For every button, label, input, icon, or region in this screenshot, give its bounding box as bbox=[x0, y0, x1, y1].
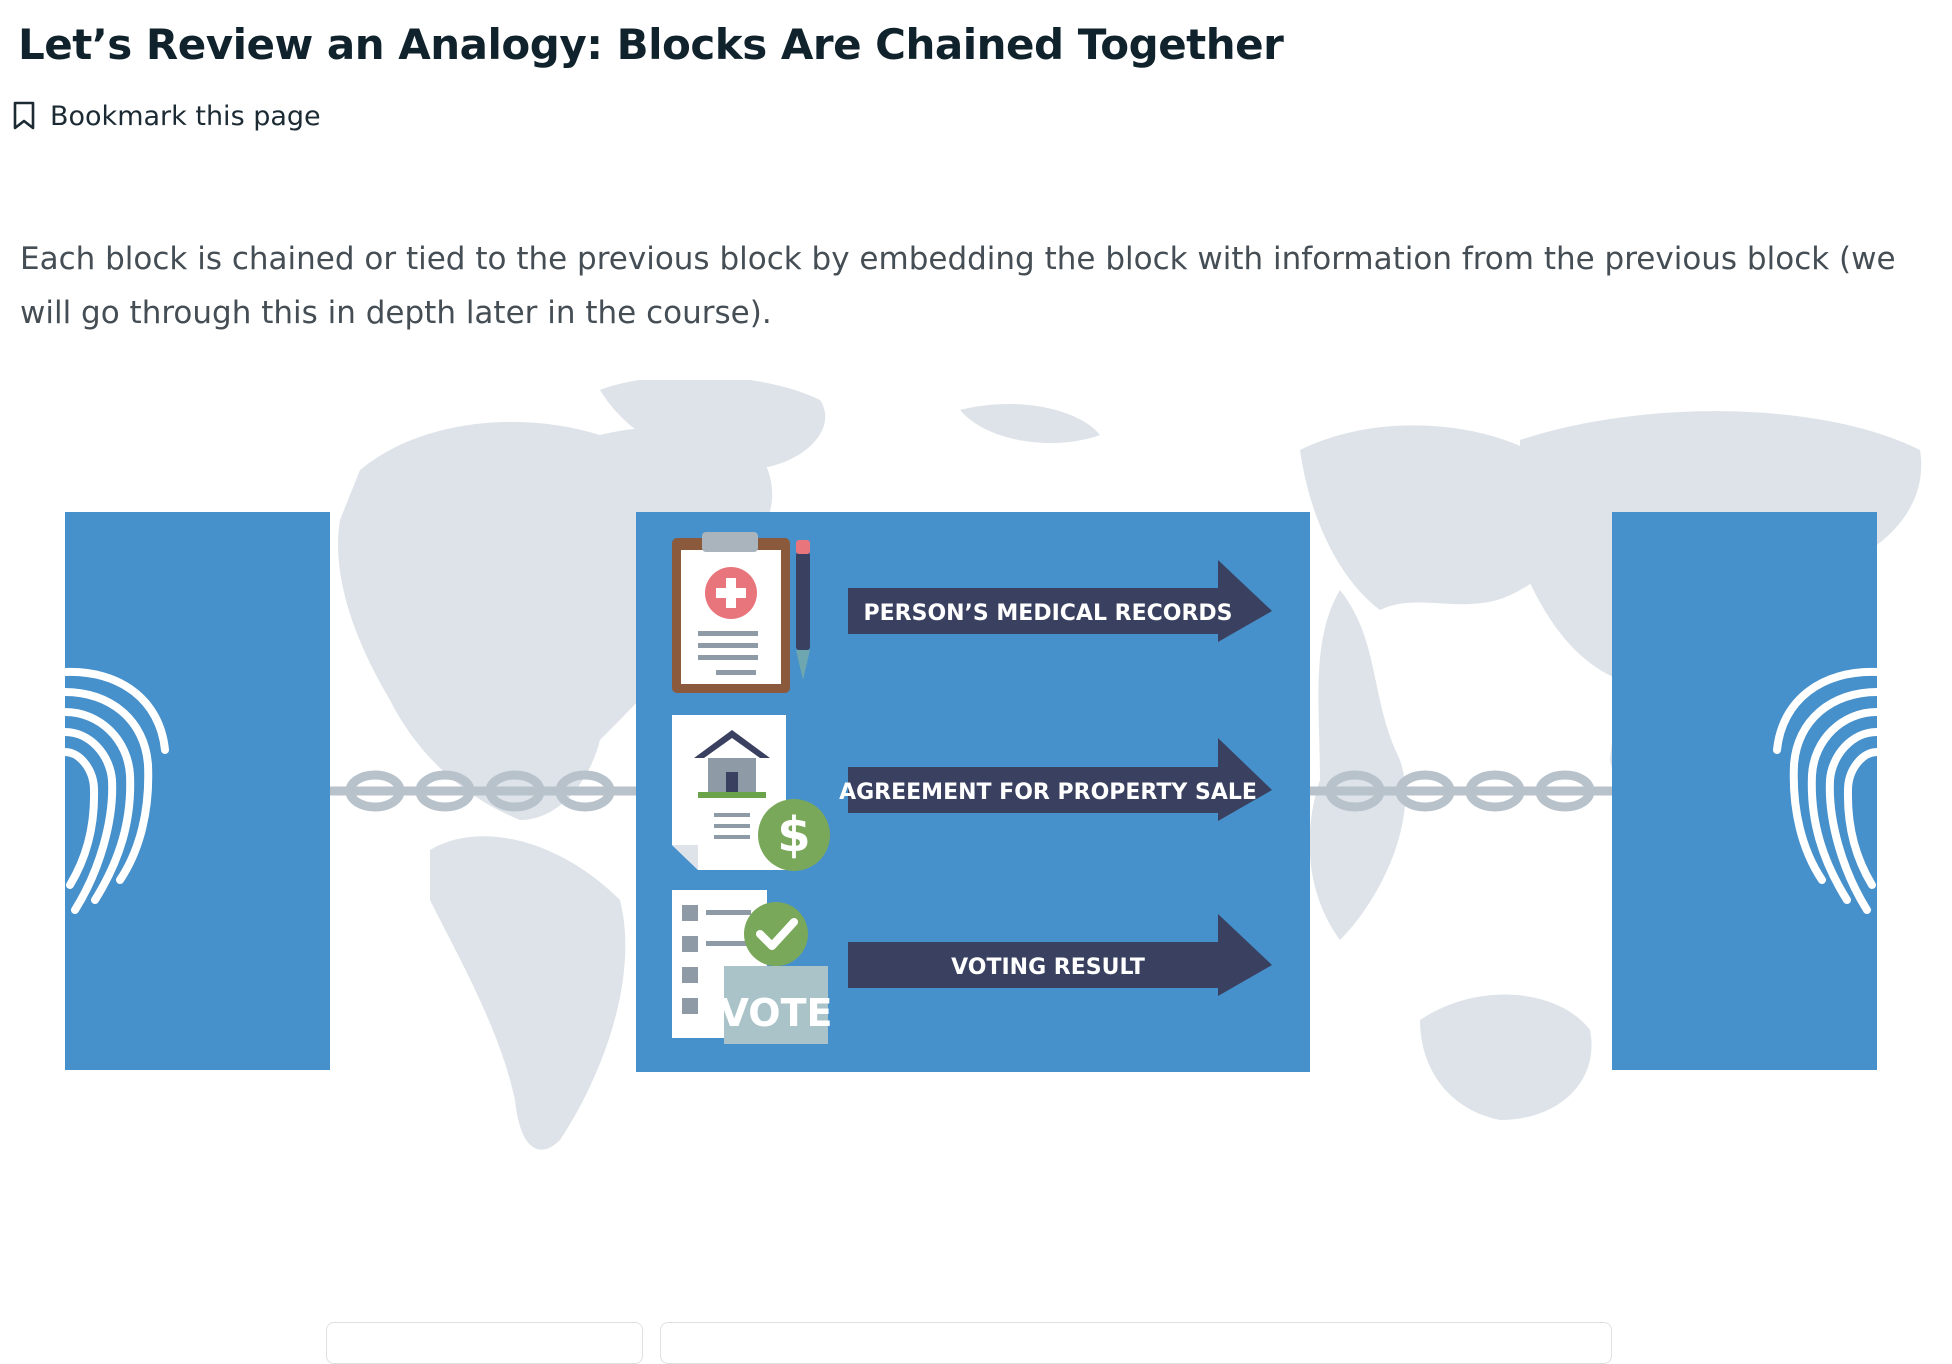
bookmark-label: Bookmark this page bbox=[50, 100, 321, 132]
medical-records-label: PERSON’S MEDICAL RECORDS bbox=[864, 601, 1233, 626]
vote-stamp-label: VOTE bbox=[720, 991, 833, 1035]
left-block bbox=[65, 512, 330, 1070]
bookmark-icon bbox=[12, 101, 36, 131]
svg-text:$: $ bbox=[777, 807, 810, 863]
chain-icon bbox=[330, 770, 640, 812]
bottom-card-right bbox=[660, 1322, 1612, 1364]
fingerprint-icon bbox=[61, 667, 169, 914]
intro-paragraph: Each block is chained or tied to the pre… bbox=[20, 241, 1896, 331]
arrow-medical-records: PERSON’S MEDICAL RECORDS bbox=[848, 560, 1272, 642]
blockchain-analogy-figure: $ VOTE PERSON’S MEDICAL RECORDS AGREEMEN… bbox=[0, 376, 1952, 1180]
clipboard-icon bbox=[672, 532, 790, 693]
arrow-voting-result: VOTING RESULT bbox=[848, 914, 1272, 996]
checkmark-icon bbox=[744, 902, 808, 966]
house-document-icon bbox=[672, 715, 786, 870]
fingerprint-icon bbox=[1773, 667, 1881, 914]
arrow-property-sale: AGREEMENT FOR PROPERTY SALE bbox=[839, 738, 1272, 821]
page-title: Let’s Review an Analogy: Blocks Are Chai… bbox=[18, 20, 1284, 69]
ballot-icon: VOTE bbox=[672, 890, 832, 1044]
voting-result-label: VOTING RESULT bbox=[951, 955, 1145, 980]
property-sale-label: AGREEMENT FOR PROPERTY SALE bbox=[839, 780, 1257, 805]
bottom-card-left bbox=[326, 1322, 643, 1364]
bookmark-button[interactable]: Bookmark this page bbox=[12, 96, 321, 136]
chain-icon bbox=[1310, 770, 1612, 812]
pen-icon bbox=[796, 540, 810, 680]
dollar-coin-icon: $ bbox=[758, 799, 830, 871]
right-block bbox=[1612, 512, 1877, 1070]
